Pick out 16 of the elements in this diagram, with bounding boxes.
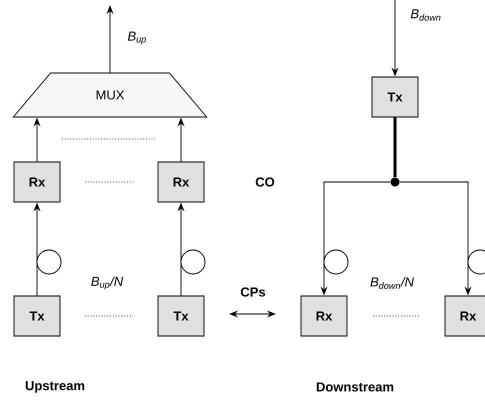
transceiver-box: Rx: [158, 162, 204, 202]
text-label: B$_{up}$/N: [91, 276, 124, 290]
transceiver-box: Tx: [372, 76, 418, 118]
transceiver-box: Rx: [14, 162, 60, 202]
text-label: B$_{down}$/N: [370, 277, 414, 289]
edge-label: B$_{up}$: [128, 32, 146, 44]
transceiver-box: Tx: [158, 296, 204, 336]
text-label: Upstream: [26, 381, 84, 393]
transceiver-box: Rx: [300, 296, 348, 336]
transceiver-box: Tx: [14, 296, 60, 336]
text-label: Downstream: [316, 382, 394, 392]
junction-dot: [390, 178, 400, 186]
text-label: CO: [256, 177, 274, 187]
edge-label: B$_{down}$: [410, 9, 440, 21]
transceiver-box: Rx: [444, 296, 485, 336]
text-label: CPs: [240, 287, 266, 297]
